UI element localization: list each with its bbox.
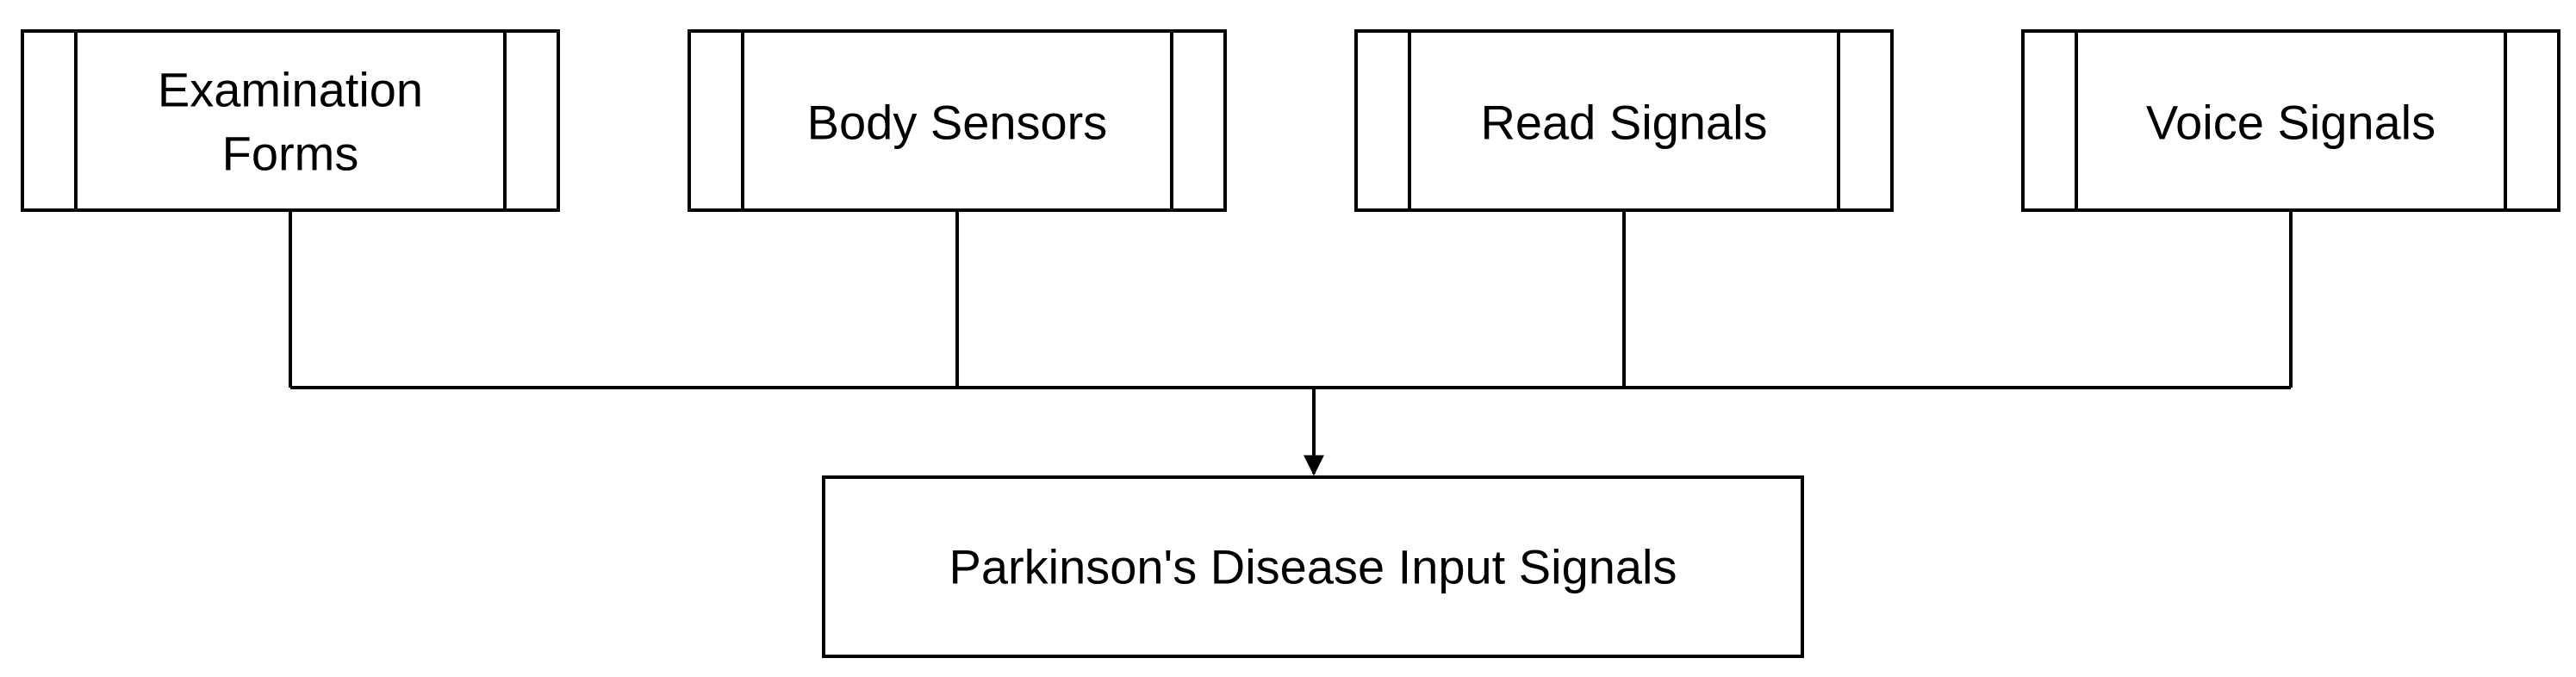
source-label-line1: Examination (158, 63, 423, 117)
target-node: Parkinson's Disease Input Signals (822, 475, 1804, 658)
process-box (2021, 29, 2560, 212)
connector-lines (289, 210, 2293, 476)
target-label: Parkinson's Disease Input Signals (949, 540, 1677, 594)
source-read-signals: Read Signals (1354, 29, 1894, 212)
source-label: Body Sensors (807, 96, 1108, 150)
source-voice-signals: Voice Signals (2021, 29, 2560, 212)
source-label: Read Signals (1480, 96, 1767, 150)
process-box (21, 29, 560, 212)
target-box (822, 475, 1804, 658)
source-body-sensors: Body Sensors (688, 29, 1227, 212)
source-label-line2: Forms (222, 127, 359, 181)
source-examination-forms: Examination Forms (21, 29, 560, 212)
source-label: Voice Signals (2146, 96, 2436, 150)
process-box (688, 29, 1227, 212)
